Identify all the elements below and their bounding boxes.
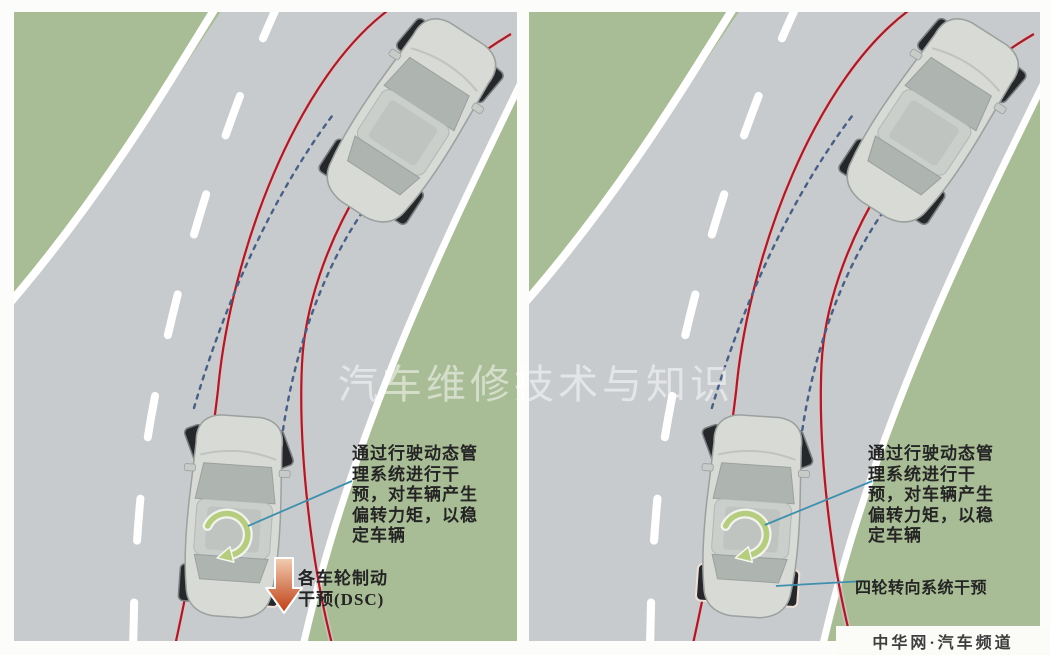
rear-window — [867, 135, 942, 196]
sunroof — [368, 100, 438, 166]
pointer-line-yaw — [247, 480, 353, 527]
right-mirror — [471, 102, 485, 115]
left-mirror — [388, 48, 402, 61]
corrected-path-right-line — [281, 192, 378, 432]
credit-banner: 中华网·汽车频道 — [836, 626, 1050, 655]
annotation-dynamics-right: 通过行驶动态管 理系统进行干 预，对车辆产生 偏转力矩，以稳 定车辆 — [868, 444, 994, 545]
sunroof — [889, 100, 959, 166]
left-mirror — [701, 463, 714, 472]
corrected-path-left-line — [710, 114, 854, 410]
road-edge-inner — [820, 82, 1040, 641]
rear-window — [711, 553, 788, 584]
yaw-arc — [722, 510, 770, 558]
brake-force-arrow — [265, 557, 303, 614]
pointer-line-rear-wheel — [775, 580, 865, 587]
yaw-arrowhead — [216, 546, 235, 563]
windshield — [194, 462, 276, 505]
car-intervening — [177, 414, 294, 619]
windshield — [712, 462, 795, 505]
right-mirror — [797, 469, 811, 479]
car-ahead — [838, 17, 1027, 225]
lane-divider-dashed — [129, 12, 279, 641]
grass-inner — [304, 92, 517, 641]
road-edge-outer — [529, 12, 736, 305]
hood-line — [200, 449, 277, 461]
right-mirror — [278, 469, 291, 479]
windshield — [383, 56, 470, 132]
hood-line — [931, 47, 1001, 92]
yaw-arrowhead — [734, 546, 754, 563]
left-mirror — [909, 48, 923, 61]
corrected-path-right-line — [801, 192, 898, 432]
annotation-brake-label: 各车轮制动 干预(DSC) — [298, 569, 388, 609]
panel-brake-intervention — [14, 12, 517, 641]
pointer-line-yaw — [764, 480, 873, 526]
left-mirror — [183, 463, 196, 472]
right-mirror — [993, 102, 1007, 115]
road-edge-outer — [14, 12, 218, 305]
yaw-arc — [204, 510, 251, 558]
annotation-dynamics-left: 通过行驶动态管 理系统进行干 预，对车辆产生 偏转力矩，以稳 定车辆 — [352, 444, 478, 545]
annotation-steering-label: 四轮转向系统干预 — [855, 580, 988, 597]
rear-window — [346, 135, 421, 196]
road-edge-inner — [300, 82, 517, 641]
corrected-path-left-line — [192, 114, 334, 410]
grass-inner — [824, 92, 1040, 641]
yaw-moment-arrow — [202, 508, 253, 563]
panel-steering-intervention — [529, 12, 1040, 641]
corrected-path-blue — [192, 114, 378, 432]
windshield — [904, 56, 993, 132]
lane-divider-dashed — [646, 12, 799, 641]
corrected-path-blue — [710, 114, 898, 432]
yaw-moment-arrow — [720, 508, 772, 563]
hood-line — [718, 449, 796, 461]
hood-line — [410, 47, 478, 92]
car-intervening — [694, 414, 814, 619]
car-ahead — [318, 17, 504, 225]
rear-window — [193, 553, 269, 584]
road-scene — [529, 12, 1040, 641]
watermark: 汽车维修技术与知识 — [338, 362, 734, 407]
road-scene — [14, 12, 517, 641]
